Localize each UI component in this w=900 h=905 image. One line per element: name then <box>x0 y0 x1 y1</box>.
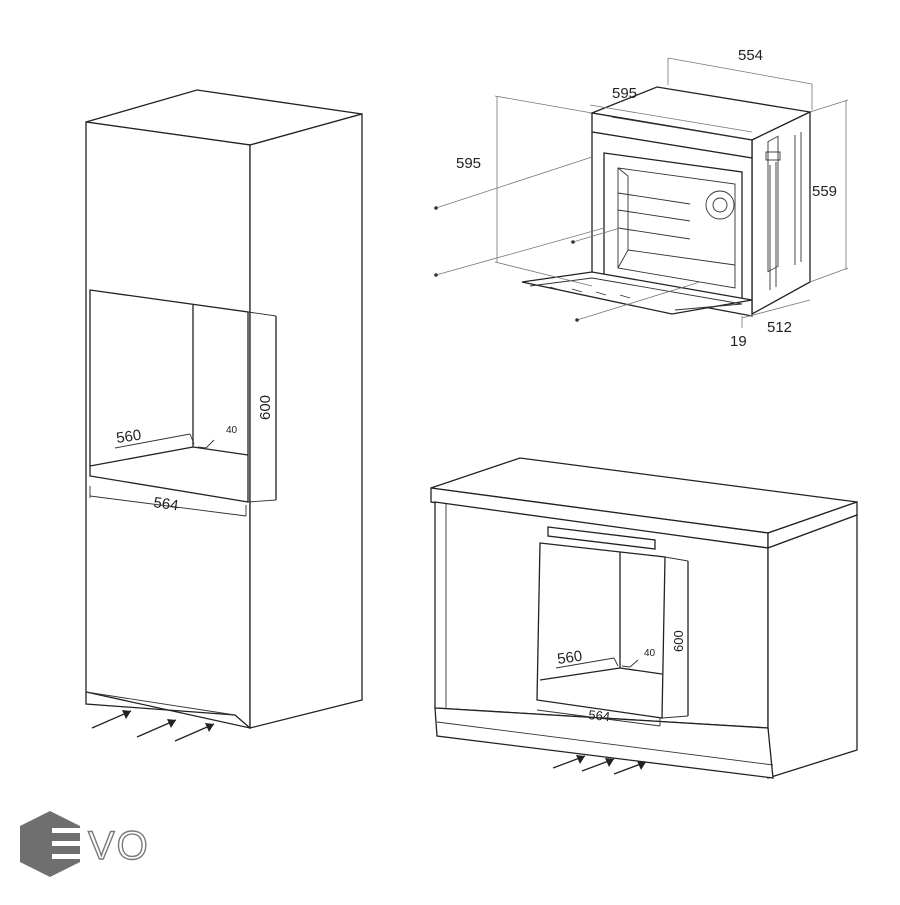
tall-airflow-arrows <box>91 710 215 742</box>
logo-hexagon-mark <box>20 811 80 877</box>
oven-dim-512: 512 <box>767 319 792 336</box>
tall-dim-560: 560 <box>115 427 142 447</box>
oven-dim-554: 554 <box>738 47 763 64</box>
oven-dim-19: 19 <box>730 333 747 350</box>
base-dim-600: 600 <box>671 630 686 652</box>
base-dim-564: 564 <box>588 707 611 724</box>
oven-dim-559: 559 <box>812 183 837 200</box>
oven-dim-595-front: 595 <box>612 85 637 102</box>
tall-dim-564: 564 <box>152 494 179 514</box>
oven-dim-595-height: 595 <box>456 155 481 172</box>
evo-logo: VO <box>20 811 150 877</box>
oven-drawing: 554 595 595 559 512 19 <box>434 47 849 350</box>
tall-cabinet-niche <box>89 289 277 503</box>
logo-text: VO <box>88 824 150 868</box>
tall-dim-600: 600 <box>257 395 274 420</box>
tall-cabinet-drawing: 560 564 600 40 <box>85 89 363 742</box>
base-cabinet-drawing: 560 564 600 40 <box>430 457 858 779</box>
base-dim-40: 40 <box>644 648 656 659</box>
base-dim-560: 560 <box>556 648 583 668</box>
tall-dim-40: 40 <box>226 425 238 436</box>
base-cabinet-niche <box>536 542 689 719</box>
base-airflow-arrows <box>552 755 647 775</box>
